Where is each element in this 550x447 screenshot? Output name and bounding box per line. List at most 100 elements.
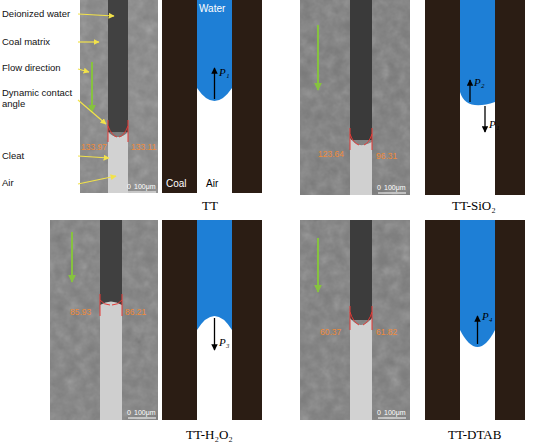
water-column xyxy=(350,220,372,320)
schematic xyxy=(425,0,525,195)
water-slug xyxy=(460,0,495,105)
scale-bar xyxy=(128,418,156,419)
contact-angle-value: 96.31 xyxy=(376,152,397,162)
scale-label: 0 xyxy=(377,184,381,192)
pressure-label: P₂ xyxy=(474,76,485,89)
annotation-label: Flow direction xyxy=(2,63,61,74)
annotation-label: Coal matrix xyxy=(2,37,50,48)
leader-arrow xyxy=(78,176,116,184)
water-slug xyxy=(460,220,495,347)
contact-angle-value: 85.93 xyxy=(70,308,91,318)
pressure-label: P₃ xyxy=(219,336,230,349)
water-shade xyxy=(108,0,128,137)
annotation-label: Cleat xyxy=(2,151,24,162)
angle-arc xyxy=(108,126,117,137)
scale-label: 100μm xyxy=(134,183,156,191)
angle-arc xyxy=(350,312,359,325)
pressure-label: P₁ xyxy=(219,66,230,79)
pressure-arrow xyxy=(214,318,215,350)
micrograph xyxy=(300,220,410,420)
scale-bar xyxy=(378,418,406,419)
leader-arrow xyxy=(78,14,114,16)
leader-arrow xyxy=(78,100,106,124)
texture xyxy=(50,220,158,420)
coal-wall xyxy=(162,0,262,193)
micrograph xyxy=(78,0,158,193)
contact-angle-value: 61.82 xyxy=(376,328,397,338)
air-column xyxy=(350,318,372,420)
texture xyxy=(300,0,410,195)
contact-angle-value: 133.11 xyxy=(131,143,156,153)
panel-title: TT xyxy=(202,199,218,214)
schematic xyxy=(425,220,525,420)
air-column xyxy=(108,132,128,193)
angle-line xyxy=(372,128,373,150)
pressure-arrow xyxy=(477,316,478,344)
pressure-label: P₁ xyxy=(489,118,500,131)
scale-bar xyxy=(378,193,406,194)
angle-line xyxy=(350,306,351,330)
schematic xyxy=(162,220,262,420)
scale-label: 0 xyxy=(127,409,131,417)
contact-angle-value: 133.97 xyxy=(81,143,107,153)
scale-label: 100μm xyxy=(134,409,156,417)
water-slug xyxy=(197,0,232,101)
angle-line xyxy=(350,128,351,150)
angle-arc xyxy=(100,300,110,305)
angle-line xyxy=(108,120,109,142)
annotation-label: Air xyxy=(2,178,14,189)
scale-label: 100μm xyxy=(384,184,406,192)
angle-line xyxy=(128,120,129,142)
pressure-arrow xyxy=(469,80,470,102)
texture xyxy=(80,0,158,193)
coal-matrix xyxy=(50,220,158,420)
contact-angle-value: 86.21 xyxy=(125,308,146,318)
angle-arc xyxy=(364,134,372,145)
coal-matrix xyxy=(300,0,410,195)
scale-label: 100μm xyxy=(384,409,406,417)
micrograph xyxy=(50,220,158,420)
angle-arc xyxy=(119,126,128,137)
flow-arrow xyxy=(317,25,319,90)
cleat-channel xyxy=(460,220,495,420)
schematic xyxy=(162,0,262,193)
scale-bar xyxy=(128,192,156,193)
contact-angle-value: 60.37 xyxy=(320,328,341,338)
water-column xyxy=(350,0,372,140)
pressure-arrow xyxy=(484,106,485,132)
phase-label: Water xyxy=(199,3,225,15)
cleat-channel xyxy=(460,0,495,195)
panel-title: TT-SiO₂ xyxy=(452,199,496,214)
water-slug xyxy=(197,220,232,330)
scale-label: 0 xyxy=(127,183,131,191)
angle-arc xyxy=(112,300,122,305)
annotation-label: Deionized water xyxy=(2,9,70,20)
contact-angle-value: 123.64 xyxy=(318,150,344,160)
flow-arrow xyxy=(317,238,319,292)
pressure-label: P₄ xyxy=(482,310,493,323)
flow-arrow xyxy=(71,232,73,282)
cleat-channel xyxy=(197,0,232,193)
panel-title: TT-DTAB xyxy=(448,428,501,443)
pressure-arrow xyxy=(214,68,215,99)
micrograph xyxy=(300,0,410,195)
flow-arrow xyxy=(91,62,93,112)
leader-arrow xyxy=(78,156,109,158)
cleat-channel xyxy=(197,220,232,420)
angle-line xyxy=(100,294,101,316)
air-column xyxy=(100,302,122,421)
coal-wall xyxy=(425,0,525,195)
panel-title: TT-H₂O₂ xyxy=(186,428,233,443)
annotation-label: Dynamic contact angle xyxy=(2,88,76,110)
angle-line xyxy=(372,306,373,330)
air-column xyxy=(350,138,372,195)
coal-wall xyxy=(425,220,525,420)
texture xyxy=(300,220,410,420)
water-column xyxy=(100,220,122,305)
phase-label: Air xyxy=(206,178,218,190)
angle-line xyxy=(122,294,123,316)
leader-arrow xyxy=(78,69,89,72)
coal-matrix xyxy=(80,0,158,193)
